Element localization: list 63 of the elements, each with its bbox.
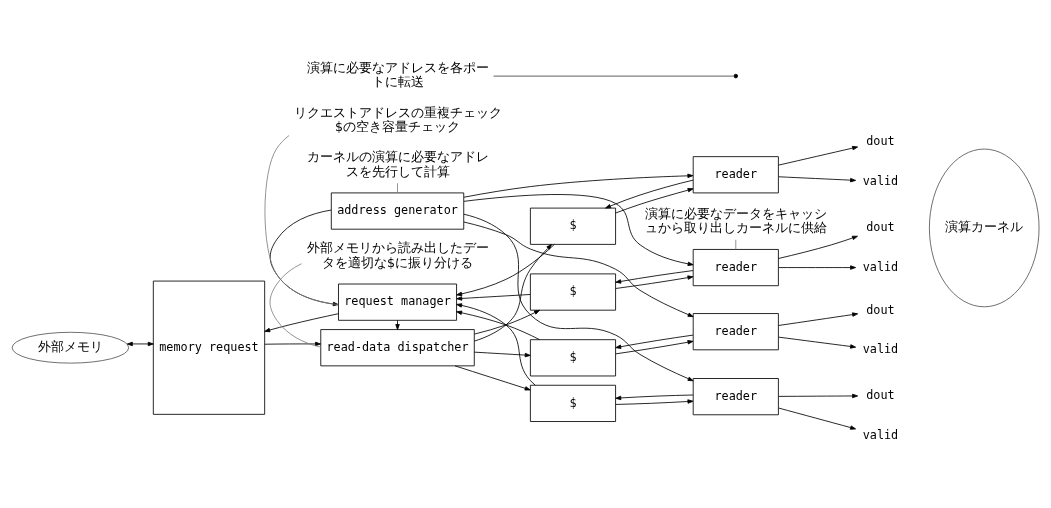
node-text: valid [862, 427, 899, 442]
arrow [615, 187, 694, 213]
node-box: memory request [152, 280, 266, 415]
node-text: リクエストアドレスの重複チェック $の空き容量チェック [293, 104, 502, 134]
arrow [456, 302, 536, 386]
node-text: valid [862, 341, 899, 356]
arrow [615, 394, 694, 400]
arrow [615, 274, 694, 289]
connector [492, 74, 735, 77]
arrow [395, 319, 400, 330]
node-text: カーネルの演算に必要なアドレスを先行して計算 [306, 148, 489, 179]
node-text: 演算に必要なアドレスを各ポートに転送 [306, 59, 489, 89]
arrow [264, 341, 321, 346]
connector [735, 238, 737, 250]
arrow [463, 213, 694, 381]
arrow [456, 243, 555, 296]
arrow [615, 398, 694, 405]
node-box: $ [529, 207, 616, 245]
connector [397, 182, 398, 193]
node-box: reader [692, 248, 779, 286]
arrow [615, 269, 694, 284]
node-text: dout [866, 302, 895, 317]
node-text: valid [862, 259, 899, 274]
arrow [778, 145, 859, 165]
arrow [778, 336, 857, 349]
node-box: reader [692, 377, 779, 415]
arrow [474, 309, 540, 334]
connector [269, 262, 322, 348]
arrow [778, 311, 859, 326]
arrow [778, 175, 857, 182]
arrow [463, 173, 694, 198]
arrow [778, 407, 857, 430]
arrow [615, 339, 694, 354]
node-box: $ [529, 272, 616, 311]
node-ellipse: 演算カーネル [928, 148, 1040, 307]
node-box: reader [692, 155, 779, 193]
node-text: valid [862, 173, 899, 188]
arrow [456, 310, 540, 340]
node-text: 演算に必要なデータをキャッシュから取り出しカーネルに供給 [644, 205, 827, 235]
arrow [474, 243, 553, 341]
node-box: $ [529, 384, 616, 422]
node-ellipse: 外部メモリ [11, 331, 130, 364]
node-box: reader [692, 312, 779, 350]
node-box: $ [529, 338, 616, 376]
arrow [264, 312, 339, 332]
arrow [454, 364, 531, 390]
arrow [615, 334, 694, 349]
arrow [778, 393, 859, 398]
arrow [778, 235, 858, 259]
arrow [463, 193, 694, 266]
node-box: request manager [338, 283, 457, 321]
node-text: dout [866, 219, 895, 234]
node-text: dout [866, 387, 895, 402]
arrow [456, 293, 531, 301]
node-text: 外部メモリから読み出したデータを適切な$に振り分ける [306, 239, 489, 270]
arrow [778, 264, 857, 270]
node-box: read-data dispatcher [320, 328, 475, 366]
arrow [126, 341, 154, 346]
node-box: address generator [330, 192, 465, 230]
arrow [463, 221, 694, 317]
arrow [605, 179, 694, 208]
node-text: dout [866, 133, 895, 148]
arrow [473, 351, 531, 357]
